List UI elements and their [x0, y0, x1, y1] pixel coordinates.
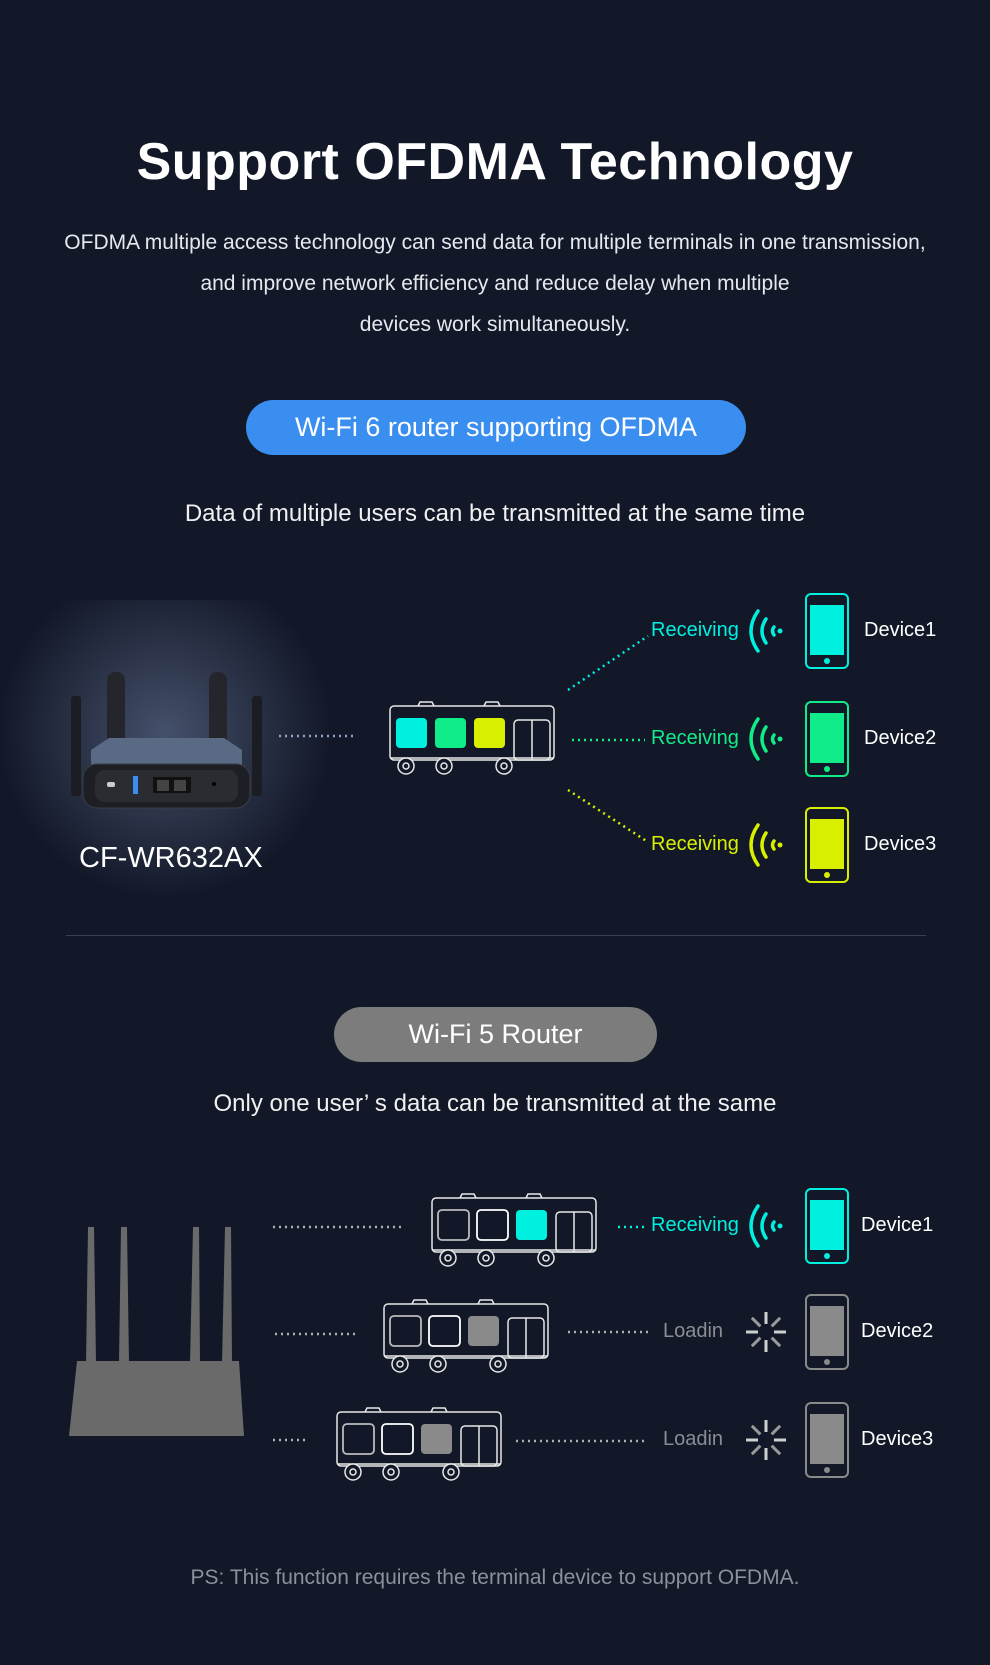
phone-icon	[805, 807, 849, 883]
loading-spinner-icon	[746, 1312, 786, 1352]
wifi6-subtitle: Data of multiple users can be transmitte…	[184, 500, 806, 527]
phone-icon	[805, 1188, 849, 1264]
wifi5-subtitle: Only one user’ s data can be transmitted…	[213, 1090, 777, 1117]
router-model-label: CF-WR632AX	[79, 842, 263, 874]
description-line-2: and improve network efficiency and reduc…	[200, 272, 790, 295]
wifi-signal-icon	[749, 1204, 783, 1248]
wifi6-device-label-3: Device3	[864, 833, 937, 855]
wifi-signal-icon	[749, 717, 783, 761]
wifi6-data-bus	[389, 701, 555, 775]
wifi6-router-image	[71, 672, 262, 809]
wifi5-status-1: Receiving	[651, 1214, 739, 1236]
wifi5-device-label-2: Device2	[861, 1320, 934, 1342]
page-title: Support OFDMA Technology	[136, 133, 854, 191]
wifi5-status-2: Loadin	[663, 1320, 724, 1342]
wifi5-data-bus	[336, 1407, 502, 1481]
wifi5-data-bus	[383, 1299, 549, 1373]
wifi6-device-label-1: Device1	[864, 619, 937, 641]
wifi5-badge: Wi-Fi 5 Router	[334, 1007, 657, 1062]
phone-icon	[805, 593, 849, 669]
wifi5-device-label-1: Device1	[861, 1214, 934, 1236]
phone-icon	[805, 1402, 849, 1478]
wifi6-status-2: Receiving	[651, 727, 739, 749]
wifi-signal-icon	[749, 823, 783, 867]
description-line-1: OFDMA multiple access technology can sen…	[64, 231, 926, 254]
wifi6-status-1: Receiving	[651, 619, 739, 641]
phone-icon	[805, 1294, 849, 1370]
wifi6-device-label-2: Device2	[864, 727, 937, 749]
phone-icon	[805, 701, 849, 777]
wifi6-badge: Wi-Fi 6 router supporting OFDMA	[246, 400, 746, 455]
wifi5-device-label-3: Device3	[861, 1428, 934, 1450]
wifi5-router-image	[69, 1227, 244, 1436]
footnote: PS: This function requires the terminal …	[190, 1566, 800, 1589]
loading-spinner-icon	[746, 1420, 786, 1460]
section-divider	[66, 935, 926, 936]
description-line-3: devices work simultaneously.	[359, 313, 631, 336]
wifi6-status-3: Receiving	[651, 833, 739, 855]
wifi5-status-3: Loadin	[663, 1428, 724, 1450]
wifi5-data-bus	[431, 1193, 597, 1267]
wifi-signal-icon	[749, 609, 783, 653]
